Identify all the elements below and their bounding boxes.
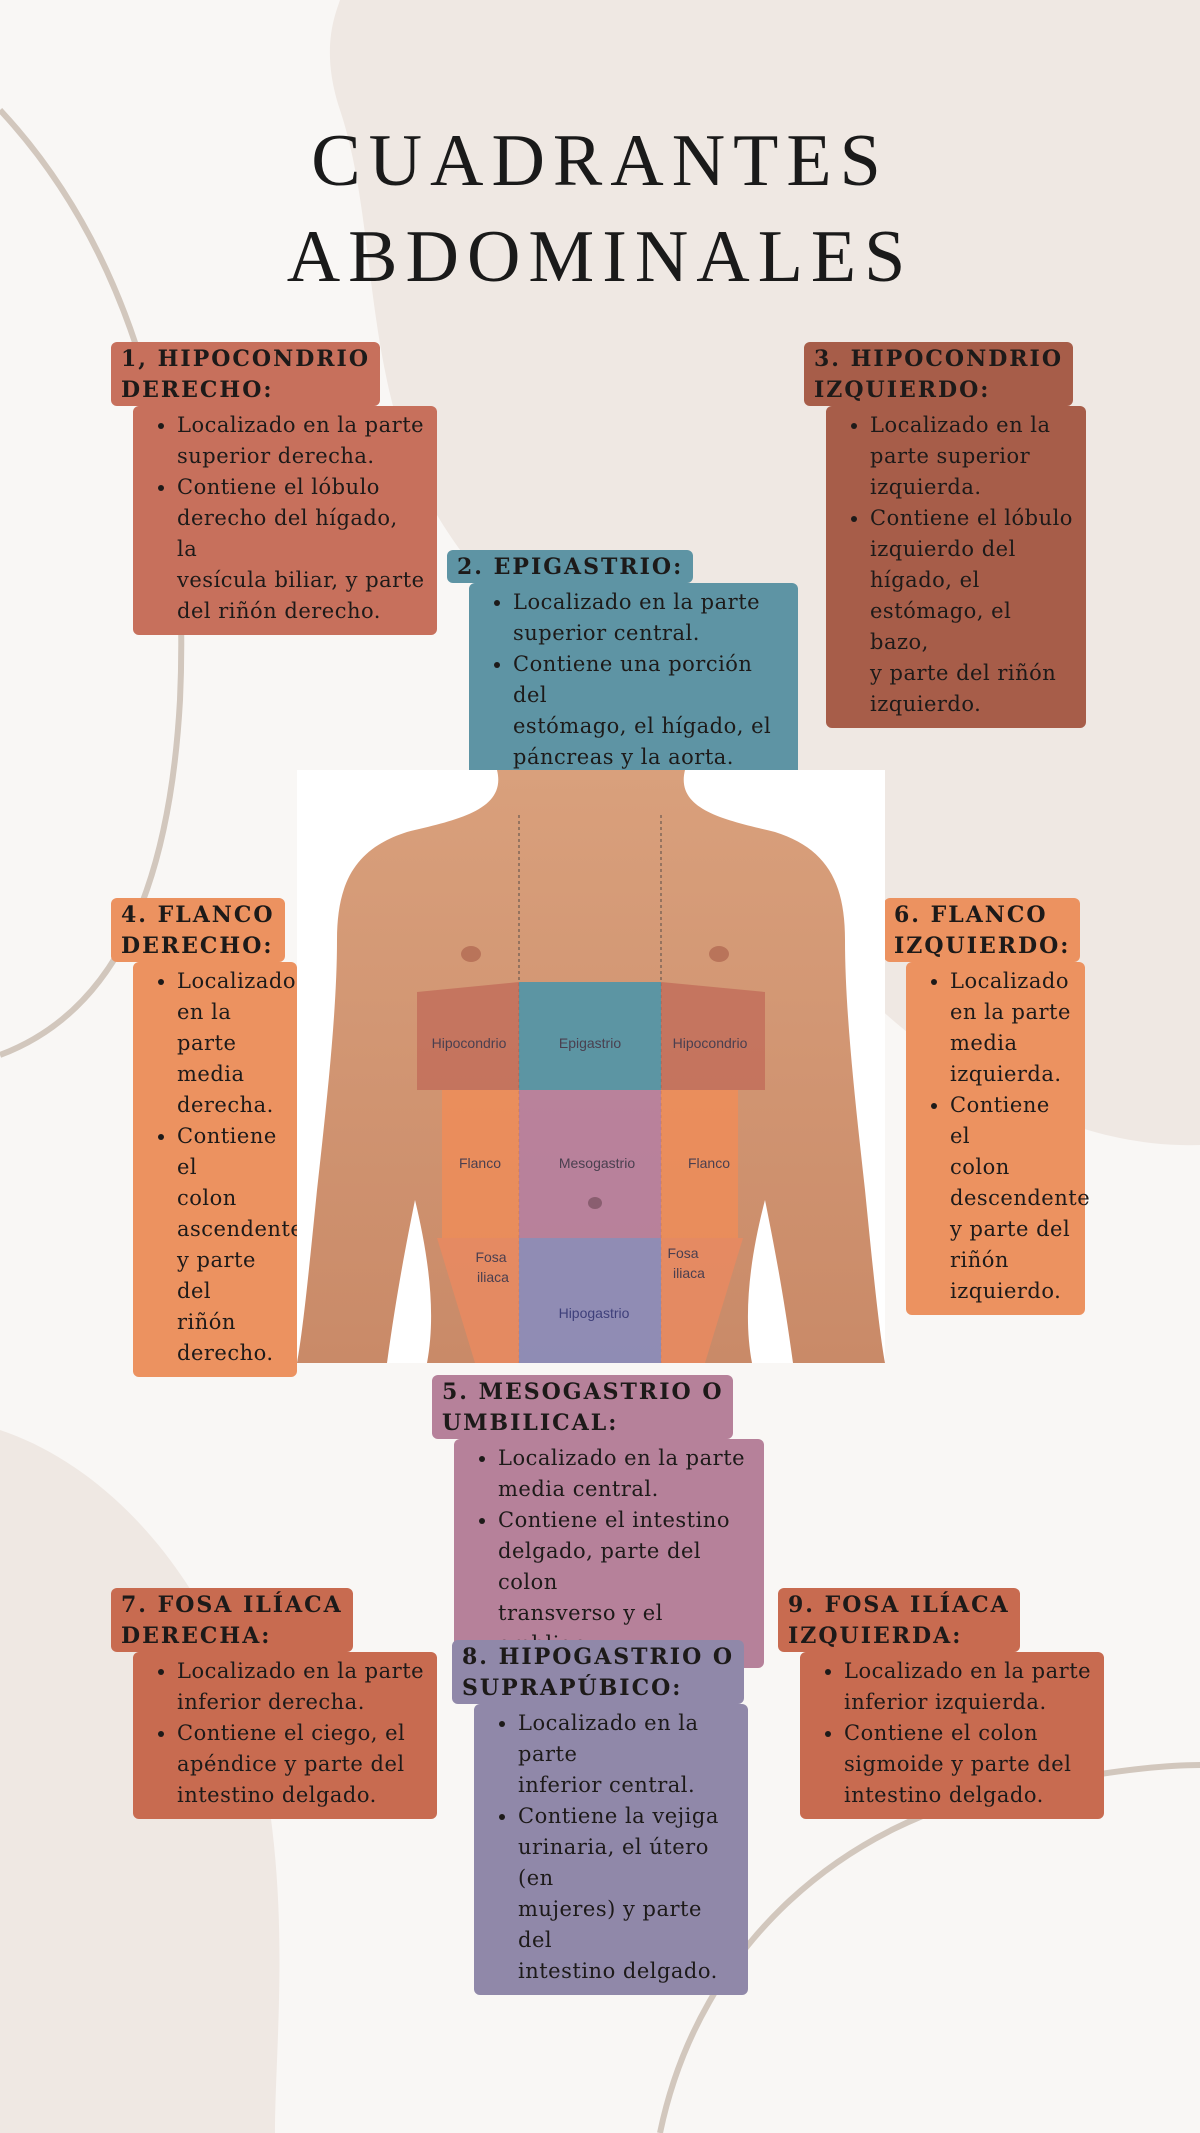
diagram-label-hipogastrio: Hipogastrio [559,1305,630,1321]
region-bullet: Localizado en la parte media izquierda. [950,966,1073,1090]
region-bullet: Localizado en la parte superior central. [513,587,786,649]
region-bullet: Localizado en la parte inferior central. [518,1708,736,1801]
region-title: 5. MESOGASTRIO O UMBILICAL: [432,1375,734,1439]
region-card-flanco-derecho: 4. FLANCO DERECHO: Localizado en la part… [111,898,303,1377]
region-bullet: Contiene una porción del estómago, el hí… [513,649,786,773]
diagram-label-fosa-right: Fosa [667,1245,698,1261]
page-title-line-2: ABDOMINALES [286,216,914,298]
region-title: 3. HIPOCONDRIO IZQUIERDO: [804,342,1074,406]
diagram-label-fosa-left: Fosa [475,1249,506,1265]
background-blob-top [329,0,1200,1146]
region-title: 1, HIPOCONDRIO DERECHO: [111,342,381,406]
region-card-fosa-iliaca-derecha: 7. FOSA ILÍACA DERECHA: Localizado en la… [111,1588,437,1819]
zone-hipocondrio-right [661,982,765,1090]
region-body: Localizado en la parte media izquierda. … [906,962,1090,1315]
region-card-hipogastrio: 8. HIPOGASTRIO O SUPRAPÚBICO: Localizado… [452,1640,748,1995]
region-bullet: Localizado en la parte superior derecha. [177,410,425,472]
zone-flanco-right [661,1090,738,1238]
region-bullet: Localizado en la parte media central. [498,1443,752,1505]
background-curve-left [0,107,185,1058]
diagram-label-mesogastrio: Mesogastrio [559,1155,635,1171]
region-title: 8. HIPOGASTRIO O SUPRAPÚBICO: [452,1640,745,1704]
region-body: Localizado en la parte inferior central.… [474,1704,748,1995]
region-title: 2. EPIGASTRIO: [447,550,694,583]
region-title: 6. FLANCO IZQUIERDO: [884,898,1081,962]
region-title: 7. FOSA ILÍACA DERECHA: [111,1588,353,1652]
region-bullet: Contiene el colon ascendente y parte del… [177,1121,303,1369]
page-title-line-1: CUADRANTES [311,120,889,202]
zone-mesogastrio [519,1090,661,1238]
zone-fosa-iliaca-left [437,1238,519,1363]
region-card-epigastrio: 2. EPIGASTRIO: Localizado en la parte su… [447,550,798,781]
region-card-hipocondrio-izquierdo: 3. HIPOCONDRIO IZQUIERDO: Localizado en … [804,342,1086,728]
region-bullet: Contiene el ciego, el apéndice y parte d… [177,1718,425,1811]
diagram-label-hipocondrio-right: Hipocondrio [673,1035,748,1051]
zone-flanco-left [442,1090,519,1238]
region-title: 4. FLANCO DERECHO: [111,898,285,962]
region-title: 9. FOSA ILÍACA IZQUIERDA: [778,1588,1020,1652]
diagram-label-iliaca-right: iliaca [673,1265,705,1281]
region-card-mesogastrio: 5. MESOGASTRIO O UMBILICAL: Localizado e… [432,1375,764,1668]
region-body: Localizado en la parte inferior derecha.… [133,1652,437,1819]
region-body: Localizado en la parte superior izquierd… [826,406,1086,728]
diagram-label-flanco-right: Flanco [688,1155,730,1171]
region-card-flanco-izquierdo: 6. FLANCO IZQUIERDO: Localizado en la pa… [884,898,1090,1315]
diagram-label-epigastrio: Epigastrio [559,1035,621,1051]
region-bullet: Contiene el intestino delgado, parte del… [498,1505,752,1660]
region-bullet: Contiene el lóbulo derecho del hígado, l… [177,472,425,627]
region-bullet: Localizado en la parte inferior izquierd… [844,1656,1092,1718]
navel-icon [588,1197,602,1209]
region-bullet: Localizado en la parte inferior derecha. [177,1656,425,1718]
region-card-hipocondrio-derecho: 1, HIPOCONDRIO DERECHO: Localizado en la… [111,342,437,635]
nipple-left-icon [709,946,729,962]
region-bullet: Contiene el lóbulo izquierdo del hígado,… [870,503,1074,720]
region-body: Localizado en la parte superior derecha.… [133,406,437,635]
zone-hipogastrio [519,1238,661,1363]
zone-fosa-iliaca-right [661,1238,743,1363]
region-body: Localizado en la parte superior central.… [469,583,798,781]
region-body: Localizado en la parte media central. Co… [454,1439,764,1668]
region-bullet: Contiene la vejiga urinaria, el útero (e… [518,1801,736,1987]
diagram-label-flanco-left: Flanco [459,1155,501,1171]
region-bullet: Contiene el colon sigmoide y parte del i… [844,1718,1092,1811]
nipple-right-icon [461,946,481,962]
diagram-label-hipocondrio-left: Hipocondrio [432,1035,507,1051]
region-body: Localizado en la parte inferior izquierd… [800,1652,1104,1819]
region-bullet: Localizado en la parte superior izquierd… [870,410,1074,503]
region-bullet: Contiene el colon descendente y parte de… [950,1090,1090,1307]
region-bullet: Localizado en la parte media derecha. [177,966,295,1121]
zone-epigastrio [519,982,661,1090]
diagram-label-iliaca-left: iliaca [477,1269,509,1285]
zone-hipocondrio-left [417,982,519,1090]
region-card-fosa-iliaca-izquierda: 9. FOSA ILÍACA IZQUIERDA: Localizado en … [778,1588,1104,1819]
abdomen-diagram: Hipocondrio Epigastrio Hipocondrio Flanc… [297,770,885,1363]
region-body: Localizado en la parte media derecha. Co… [133,962,303,1377]
